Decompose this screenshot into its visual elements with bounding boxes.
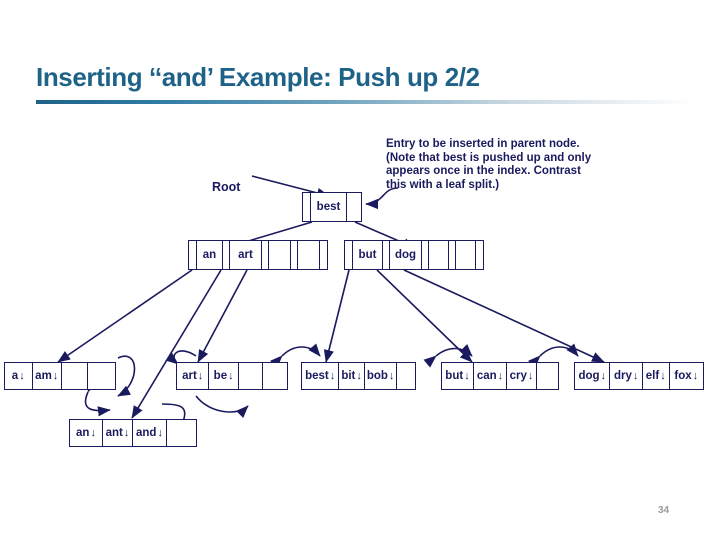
leaf-2-entry-0[interactable]: art↓ <box>177 363 210 389</box>
leaf-1-entry-2[interactable] <box>62 363 89 389</box>
leaf-3-entry-3[interactable] <box>397 363 415 389</box>
leaf-5-entry-0[interactable]: dog↓ <box>575 363 611 389</box>
leaf-2-entry-3[interactable] <box>263 363 287 389</box>
page-title: Inserting ‘‘and’ Example: Push up 2/2 <box>36 62 480 92</box>
down-arrow-icon: ↓ <box>692 370 699 382</box>
leaf-4-entry-2-text: cry <box>509 370 527 382</box>
leaf-6-entry-2[interactable]: and↓ <box>133 420 167 446</box>
down-arrow-icon: ↓ <box>600 370 607 382</box>
leaf-1-entry-0[interactable]: a↓ <box>5 363 33 389</box>
root-key-0[interactable]: best <box>311 193 347 221</box>
leaf-6-entry-2-text: and <box>136 427 157 439</box>
down-arrow-icon: ↓ <box>52 370 59 382</box>
leaf-3-entry-1-text: bit <box>341 370 356 382</box>
leaf-4-entry-3[interactable] <box>537 363 558 389</box>
leaf-6-entry-1-text: ant <box>105 427 123 439</box>
leaf-4-entry-0[interactable]: but↓ <box>442 363 474 389</box>
leaf-5-entry-3[interactable]: fox↓ <box>670 363 703 389</box>
internal-right-key-1[interactable]: dog <box>390 241 422 269</box>
internal-left-pointer-3[interactable] <box>291 241 298 269</box>
leaf-5-entry-1-text: dry <box>614 370 632 382</box>
leaf-node-1[interactable]: a↓ am↓ <box>4 362 116 390</box>
leaf-4-entry-1-text: can <box>476 370 497 382</box>
leaf-3-entry-1[interactable]: bit↓ <box>339 363 365 389</box>
leaf-3-entry-0-text: best <box>305 370 329 382</box>
note-line-4: this with a leaf split.) <box>386 178 500 191</box>
down-arrow-icon: ↓ <box>228 370 234 382</box>
internal-left-pointer-4[interactable] <box>320 241 327 269</box>
root-pointer-1[interactable] <box>347 193 361 221</box>
leaf-5-entry-3-text: fox <box>674 370 692 382</box>
internal-right-key-0[interactable]: but <box>353 241 383 269</box>
down-arrow-icon: ↓ <box>90 427 96 439</box>
leaf-6-entry-0-text: an <box>76 427 90 439</box>
leaf-2-entry-2[interactable] <box>239 363 264 389</box>
page-number: 34 <box>658 505 670 516</box>
leaf-1-entry-3[interactable] <box>88 363 115 389</box>
internal-node-left[interactable]: an art <box>188 240 328 270</box>
internal-left-key-1[interactable]: art <box>230 241 262 269</box>
leaf-node-4[interactable]: but↓ can↓ cry↓ <box>441 362 559 390</box>
root-pointer-0[interactable] <box>303 193 311 221</box>
internal-node-right[interactable]: but dog <box>344 240 484 270</box>
internal-right-pointer-2[interactable] <box>422 241 429 269</box>
leaf-1-entry-1-text: am <box>35 370 52 382</box>
leaf-5-entry-0-text: dog <box>578 370 600 382</box>
down-arrow-icon: ↓ <box>388 370 395 382</box>
internal-left-key-2[interactable] <box>269 241 291 269</box>
down-arrow-icon: ↓ <box>497 370 504 382</box>
title-underline-rule <box>36 100 696 104</box>
internal-right-pointer-1[interactable] <box>383 241 390 269</box>
leaf-node-3[interactable]: best↓ bit↓ bob↓ <box>301 362 416 390</box>
down-arrow-icon: ↓ <box>527 370 534 382</box>
leaf-2-entry-0-text: art <box>182 370 197 382</box>
leaf-3-entry-2-text: bob <box>366 370 388 382</box>
down-arrow-icon: ↓ <box>464 370 470 382</box>
internal-left-pointer-0[interactable] <box>189 241 197 269</box>
down-arrow-icon: ↓ <box>660 370 666 382</box>
root-label: Root <box>212 180 241 194</box>
root-node[interactable]: best <box>302 192 362 222</box>
internal-left-key-0[interactable]: an <box>197 241 223 269</box>
down-arrow-icon: ↓ <box>157 427 163 439</box>
leaf-4-entry-1[interactable]: can↓ <box>474 363 507 389</box>
leaf-4-entry-0-text: but <box>445 370 464 382</box>
leaf-5-entry-1[interactable]: dry↓ <box>610 363 643 389</box>
leaf-6-entry-0[interactable]: an↓ <box>70 420 103 446</box>
down-arrow-icon: ↓ <box>123 427 130 439</box>
internal-left-pointer-2[interactable] <box>262 241 269 269</box>
down-arrow-icon: ↓ <box>329 370 336 382</box>
internal-right-key-2[interactable] <box>429 241 449 269</box>
leaf-2-entry-1-text: be <box>213 370 228 382</box>
internal-right-pointer-4[interactable] <box>476 241 483 269</box>
annotation-note: Entry to be inserted in parent node. (No… <box>386 138 652 192</box>
leaf-5-entry-2[interactable]: elf↓ <box>643 363 670 389</box>
leaf-1-entry-0-text: a <box>11 370 19 382</box>
internal-right-pointer-3[interactable] <box>449 241 456 269</box>
down-arrow-icon: ↓ <box>197 370 204 382</box>
note-line-3: appears once in the index. Contrast <box>386 165 581 178</box>
leaf-3-entry-0[interactable]: best↓ <box>302 363 340 389</box>
leaf-2-entry-1[interactable]: be↓ <box>209 363 239 389</box>
down-arrow-icon: ↓ <box>356 370 362 382</box>
leaf-6-entry-1[interactable]: ant↓ <box>103 420 133 446</box>
internal-left-pointer-1[interactable] <box>223 241 230 269</box>
internal-right-pointer-0[interactable] <box>345 241 353 269</box>
leaf-5-entry-2-text: elf <box>645 370 660 382</box>
leaf-6-entry-3[interactable] <box>167 420 196 446</box>
leaf-1-entry-1[interactable]: am↓ <box>33 363 62 389</box>
note-line-2: (Note that best is pushed up and only <box>386 151 592 164</box>
leaf-node-5[interactable]: dog↓ dry↓ elf↓ fox↓ <box>574 362 704 390</box>
leaf-node-6[interactable]: an↓ ant↓ and↓ <box>69 419 197 447</box>
note-line-1: Entry to be inserted in parent node. <box>386 138 580 150</box>
down-arrow-icon: ↓ <box>19 370 25 382</box>
leaf-3-entry-2[interactable]: bob↓ <box>365 363 398 389</box>
internal-left-key-3[interactable] <box>298 241 320 269</box>
leaf-node-2[interactable]: art↓ be↓ <box>176 362 288 390</box>
leaf-4-entry-2[interactable]: cry↓ <box>507 363 537 389</box>
down-arrow-icon: ↓ <box>632 370 639 382</box>
internal-right-key-3[interactable] <box>456 241 476 269</box>
